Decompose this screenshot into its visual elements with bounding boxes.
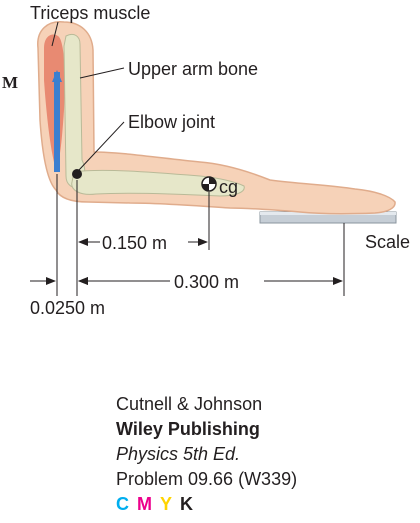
dim-short-label: 0.150 m: [102, 233, 167, 253]
dim-tiny-label: 0.0250 m: [30, 298, 105, 318]
credits-publisher: Wiley Publishing: [116, 419, 260, 439]
dim-long-label: 0.300 m: [174, 272, 239, 292]
leader-elbow: [78, 121, 125, 171]
elbow-label: Elbow joint: [128, 112, 215, 132]
cmyk-m: M: [137, 494, 154, 514]
credits-block: Cutnell & Johnson Wiley Publishing Physi…: [116, 392, 297, 517]
leader-triceps: [51, 21, 59, 47]
upper-arm-label: Upper arm bone: [128, 59, 258, 79]
arm-silhouette: [37, 21, 396, 215]
credits-problem: Problem 09.66 (W339): [116, 469, 298, 489]
elbow-joint-dot: [72, 169, 82, 179]
credits-book: Physics 5th Ed.: [116, 444, 241, 464]
scale-label: Scale: [365, 232, 410, 252]
force-label: M: [2, 73, 18, 92]
dimension-lines: [56, 174, 345, 296]
cg-icon: [201, 176, 217, 192]
triceps-label: Triceps muscle: [30, 3, 150, 23]
cg-label: cg: [219, 177, 238, 197]
cmyk-y: Y: [160, 494, 175, 514]
elbow-lever-diagram: M cg Triceps muscle Upper arm bone Elbow…: [2, 3, 410, 318]
credits-authors: Cutnell & Johnson: [116, 394, 263, 414]
cmyk-k: K: [180, 494, 196, 514]
leader-upper-arm: [79, 67, 125, 79]
cmyk-c: C: [116, 494, 131, 514]
forearm-bone-shape: [71, 169, 245, 197]
